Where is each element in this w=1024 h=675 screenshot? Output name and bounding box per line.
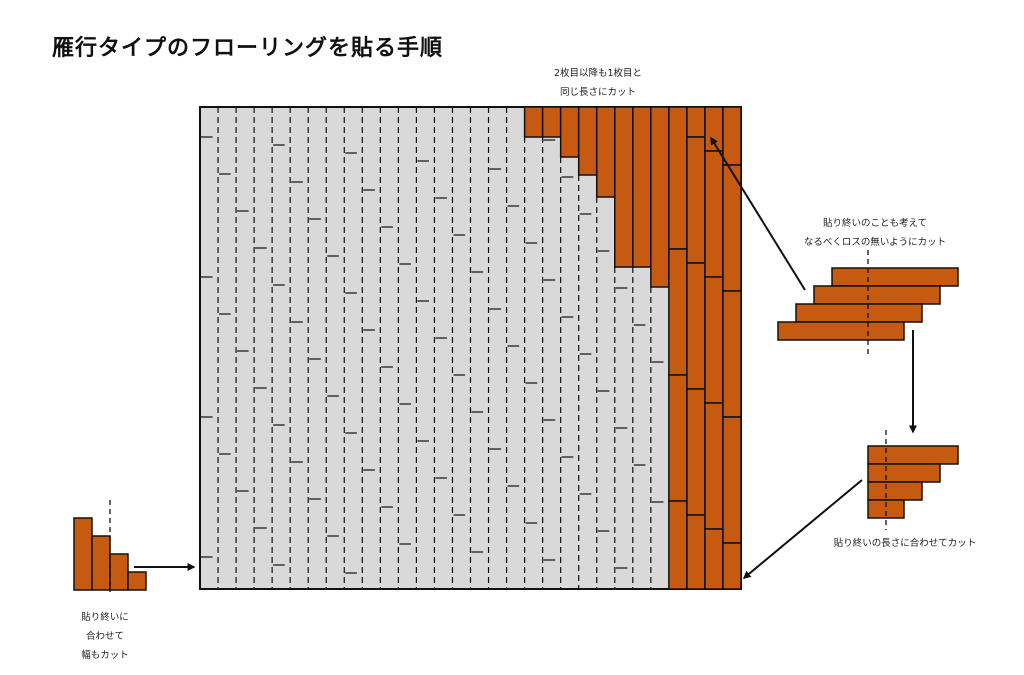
cut-board bbox=[73, 517, 93, 591]
note-left-line-2: 合わせて bbox=[85, 631, 124, 642]
orange-board bbox=[614, 106, 634, 268]
cut-boards-long bbox=[777, 250, 959, 354]
page-title: 雁行タイプのフローリングを貼る手順 bbox=[52, 36, 444, 61]
note-right-bottom-line-1: 貼り終いの長さに合わせてカット bbox=[833, 538, 977, 549]
orange-board bbox=[686, 106, 706, 138]
note-top-line-2: 同じ長さにカット bbox=[559, 87, 636, 98]
arrow-icon bbox=[710, 136, 806, 291]
note-right-top-line-2: なるべくロスの無いようにカット bbox=[803, 237, 947, 248]
note-right-top: 貼り終いのことも考えて なるべくロスの無いようにカット bbox=[790, 214, 960, 252]
orange-board bbox=[541, 106, 562, 138]
note-top-line-1: 2枚目以降も1枚目と bbox=[553, 68, 643, 79]
orange-board bbox=[668, 248, 688, 376]
arrow-icon bbox=[742, 479, 863, 579]
orange-board bbox=[559, 106, 580, 158]
orange-board bbox=[722, 542, 742, 590]
note-right-bottom: 貼り終いの長さに合わせてカット bbox=[820, 534, 990, 553]
cut-boards-short bbox=[867, 430, 959, 530]
orange-board bbox=[595, 106, 616, 198]
cut-board bbox=[777, 321, 905, 341]
orange-board bbox=[722, 106, 742, 166]
cut-board bbox=[867, 445, 959, 465]
orange-board bbox=[668, 500, 688, 590]
orange-board bbox=[722, 290, 742, 418]
orange-board bbox=[668, 106, 688, 250]
orange-board bbox=[704, 276, 724, 404]
cut-board bbox=[109, 553, 129, 591]
note-top: 2枚目以降も1枚目と 同じ長さにカット bbox=[528, 64, 668, 102]
width-cut-boards bbox=[73, 500, 147, 592]
note-left: 貼り終いに 合わせて 幅もカット bbox=[62, 608, 148, 665]
orange-board bbox=[650, 106, 670, 288]
orange-board bbox=[686, 136, 706, 264]
cut-board bbox=[867, 481, 923, 501]
note-left-line-1: 貼り終いに bbox=[81, 612, 129, 623]
orange-board bbox=[704, 150, 724, 278]
installed-boards bbox=[523, 106, 742, 590]
cut-board bbox=[831, 267, 959, 287]
orange-board bbox=[577, 106, 598, 176]
orange-board bbox=[704, 402, 724, 530]
cut-board bbox=[795, 303, 923, 323]
note-right-top-line-1: 貼り終いのことも考えて bbox=[822, 218, 928, 229]
cut-board bbox=[867, 463, 941, 483]
cut-board bbox=[91, 535, 111, 591]
orange-board bbox=[523, 106, 544, 138]
cut-board bbox=[867, 499, 905, 519]
orange-board bbox=[722, 416, 742, 544]
note-left-line-3: 幅もカット bbox=[81, 650, 129, 661]
orange-board bbox=[686, 388, 706, 516]
orange-board bbox=[686, 514, 706, 590]
orange-board bbox=[704, 528, 724, 590]
orange-board bbox=[686, 262, 706, 390]
cut-board bbox=[813, 285, 941, 305]
cut-board bbox=[127, 571, 147, 591]
orange-board bbox=[668, 374, 688, 502]
orange-board bbox=[632, 106, 652, 268]
